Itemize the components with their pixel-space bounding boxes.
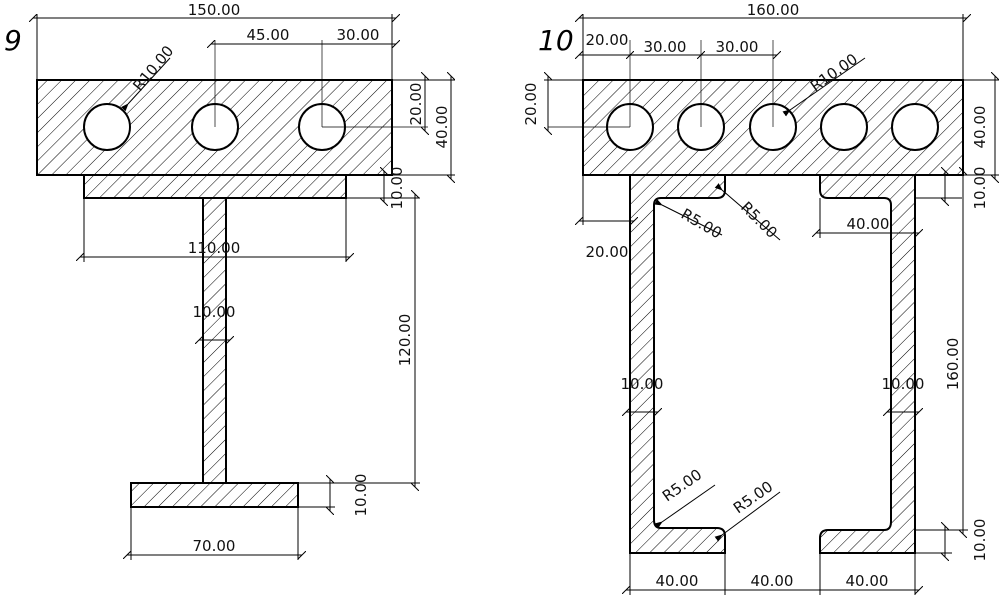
fig9-dim-overall-width: 150.00 xyxy=(33,1,396,80)
svg-text:30.00: 30.00 xyxy=(337,26,380,44)
fig9-dim-plate-heights: 20.00 40.00 xyxy=(392,76,455,179)
fig10-hole-4 xyxy=(820,103,868,151)
figure-10-label: 10 xyxy=(538,24,574,57)
svg-text:70.00: 70.00 xyxy=(193,537,236,555)
svg-text:R5.00: R5.00 xyxy=(730,477,776,517)
fig9-dim-bottom-flange-width: 70.00 xyxy=(127,507,302,560)
svg-text:40.00: 40.00 xyxy=(971,106,989,149)
fig10-left-channel xyxy=(629,174,726,554)
svg-text:10.00: 10.00 xyxy=(352,474,370,517)
fig10-dim-fillet-bottom: R5.00 R5.00 xyxy=(654,465,781,542)
svg-text:20.00: 20.00 xyxy=(586,31,629,49)
fig9-dim-hole-spacing: 45.00 30.00 xyxy=(211,26,396,44)
svg-text:20.00: 20.00 xyxy=(407,83,425,126)
svg-text:10.00: 10.00 xyxy=(882,375,925,393)
svg-text:10.00: 10.00 xyxy=(621,375,664,393)
svg-text:40.00: 40.00 xyxy=(847,215,890,233)
svg-text:120.00: 120.00 xyxy=(396,314,414,367)
fig9-dim-web-height: 120.00 xyxy=(226,194,420,487)
fig10-dim-hole-center-height: 20.00 xyxy=(522,76,583,131)
svg-text:40.00: 40.00 xyxy=(656,572,699,590)
svg-text:160.00: 160.00 xyxy=(747,1,800,19)
svg-text:40.00: 40.00 xyxy=(433,106,451,149)
fig10-dim-hole-spacing: 20.00 30.00 30.00 xyxy=(579,31,777,56)
fig9-top-flange xyxy=(83,174,347,199)
fig10-dim-plate-height: 40.00 xyxy=(963,76,999,179)
fig9-center-lines xyxy=(214,40,428,128)
fig9-dim-flange-width: 110.00 xyxy=(80,198,350,262)
fig9-dim-web-thickness: 10.00 xyxy=(193,303,236,340)
fig10-dim-right-wall-thickness: 10.00 xyxy=(882,375,925,412)
fig10-dim-overall-width: 160.00 xyxy=(579,1,967,80)
svg-text:110.00: 110.00 xyxy=(188,239,241,257)
svg-text:R5.00: R5.00 xyxy=(659,465,705,505)
svg-text:30.00: 30.00 xyxy=(644,38,687,56)
fig10-dim-bottom-widths: 40.00 40.00 40.00 xyxy=(626,553,919,595)
svg-text:20.00: 20.00 xyxy=(522,83,540,126)
fig10-dim-bottom-thickness: 10.00 xyxy=(915,519,989,562)
fig10-dim-channel-offset: 10.00 xyxy=(915,167,989,210)
figure-10: 10 160.00 20.00 xyxy=(522,1,999,595)
svg-text:R5.00: R5.00 xyxy=(737,198,781,242)
svg-text:45.00: 45.00 xyxy=(247,26,290,44)
svg-text:10.00: 10.00 xyxy=(193,303,236,321)
svg-text:20.00: 20.00 xyxy=(586,243,629,261)
svg-text:10.00: 10.00 xyxy=(971,167,989,210)
svg-text:10.00: 10.00 xyxy=(971,519,989,562)
fig10-dim-left-offset: 20.00 xyxy=(579,175,634,261)
svg-text:10.00: 10.00 xyxy=(388,167,406,210)
fig10-dim-channel-height: 160.00 xyxy=(915,171,968,534)
figure-9: 9 150.00 45.00 30.00 xyxy=(4,1,455,560)
fig9-dim-bottom-flange-thickness: 10.00 xyxy=(298,474,370,517)
fig9-hole-1 xyxy=(83,103,131,151)
figure-9-label: 9 xyxy=(4,24,22,57)
fig9-bottom-flange xyxy=(130,482,299,508)
svg-text:40.00: 40.00 xyxy=(751,572,794,590)
svg-text:40.00: 40.00 xyxy=(846,572,889,590)
svg-text:30.00: 30.00 xyxy=(716,38,759,56)
fig10-hole-5 xyxy=(891,103,939,151)
fig10-dim-left-wall-thickness: 10.00 xyxy=(621,375,664,412)
svg-text:160.00: 160.00 xyxy=(944,338,962,391)
svg-text:150.00: 150.00 xyxy=(188,1,241,19)
svg-text:R5.00: R5.00 xyxy=(678,205,725,243)
fig10-right-channel xyxy=(819,174,916,554)
fig10-dim-right-flange-width: 40.00 xyxy=(816,198,919,238)
